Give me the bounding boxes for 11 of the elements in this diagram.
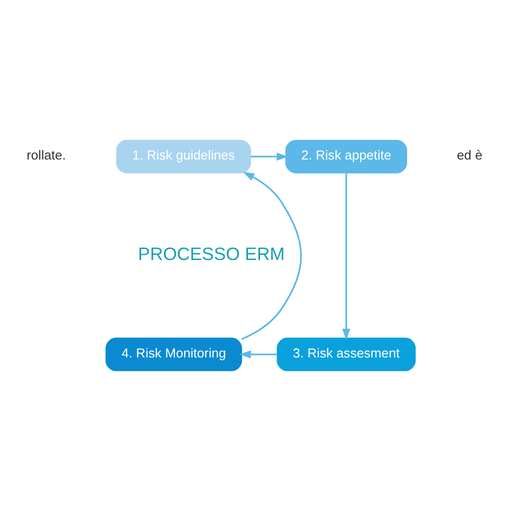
node-box: 1. Risk guidelines <box>116 140 252 174</box>
node-box: 4. Risk Monitoring <box>106 338 242 372</box>
node-text: PROCESSO ERM <box>138 244 285 264</box>
label: rollate. <box>26 148 66 163</box>
label: ed è <box>456 148 482 163</box>
arrow <box>239 350 277 358</box>
arrow <box>342 173 350 340</box>
arrow <box>250 152 288 161</box>
node-box: 3. Risk assesment <box>276 338 416 372</box>
arrow <box>241 172 302 340</box>
node-box: 2. Risk appetite <box>285 140 408 174</box>
